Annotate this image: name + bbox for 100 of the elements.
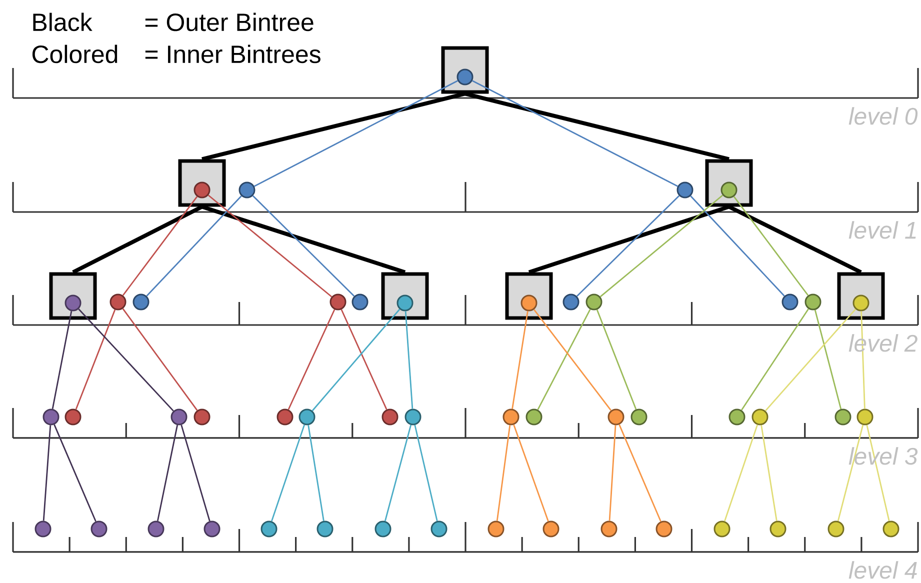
- inner-tree-edge: [208, 194, 332, 298]
- tree-node-circle: [170, 408, 188, 426]
- inner-tree-edge: [254, 80, 458, 187]
- tree-node-circle: [630, 408, 648, 426]
- tree-node-circle: [882, 520, 900, 538]
- tree-node-box: [505, 272, 553, 320]
- tree-node-circle: [520, 294, 538, 312]
- outer-tree-edge: [202, 92, 466, 162]
- legend-text: Colored: [32, 44, 118, 64]
- inner-tree-edge: [760, 425, 778, 521]
- tree-node-circle: [42, 408, 60, 426]
- tree-node-circle: [276, 408, 294, 426]
- inner-tree-edge: [122, 196, 198, 296]
- inner-tree-edge: [764, 308, 856, 412]
- tree-node-circle: [110, 294, 126, 310]
- tree-node-circle: [828, 520, 844, 538]
- level-label: level 4: [848, 561, 917, 579]
- tree-node-circle: [90, 520, 108, 538]
- inner-tree-edge: [340, 309, 388, 410]
- tree-node-circle: [852, 294, 870, 312]
- inner-tree-edge: [404, 311, 414, 409]
- outer-tree-edge: [72, 204, 203, 274]
- inner-tree-edge: [54, 424, 96, 522]
- tree-node-circle: [430, 520, 448, 538]
- tree-node-circle: [562, 294, 580, 310]
- inner-tree-edge: [42, 425, 52, 521]
- tree-node-box: [837, 272, 885, 320]
- tree-node-circle: [804, 294, 822, 310]
- tree-node-circle: [526, 408, 542, 426]
- tree-node-circle: [238, 182, 256, 198]
- inner-tree-edge: [866, 424, 890, 522]
- inner-tree-edge: [512, 311, 528, 409]
- inner-tree-edge: [472, 80, 678, 187]
- inner-tree-edge: [122, 308, 198, 411]
- tree-node-circle: [656, 520, 672, 538]
- tree-node-circle: [132, 294, 150, 310]
- tree-node-circle: [396, 294, 414, 312]
- tree-node-circle: [782, 294, 798, 310]
- inner-tree-edge: [414, 424, 438, 522]
- tree-node-circle: [714, 520, 730, 538]
- inner-tree-edge: [533, 309, 612, 411]
- tree-node-circle: [260, 520, 278, 538]
- tree-node-circle: [608, 408, 624, 426]
- level-label: level 1: [848, 221, 916, 239]
- inner-tree-edge: [814, 310, 842, 410]
- inner-tree-edge: [180, 424, 210, 522]
- inner-tree-edge: [724, 424, 758, 522]
- inner-tree-edge: [312, 308, 400, 412]
- inner-tree-edge: [596, 309, 637, 410]
- legend-text: = Inner Bintrees: [145, 44, 320, 64]
- inner-tree-edge: [690, 196, 785, 296]
- inner-tree-edge: [308, 425, 324, 521]
- outer-tree-edge: [464, 92, 730, 162]
- inner-tree-edge: [537, 308, 591, 410]
- tree-node-circle: [720, 182, 738, 198]
- legend-text: Black: [33, 12, 92, 32]
- tree-node-circle: [64, 294, 82, 312]
- tree-node-circle: [770, 520, 786, 538]
- tree-node-circle: [456, 68, 474, 86]
- inner-tree-edge: [740, 308, 810, 410]
- tree-node-circle: [404, 408, 422, 426]
- inner-tree-edge: [860, 311, 866, 409]
- tree-node-circle: [330, 294, 346, 310]
- tree-node-circle: [374, 520, 392, 538]
- tree-node-circle: [34, 520, 52, 538]
- tree-node-circle: [752, 408, 768, 426]
- tree-node-circle: [64, 408, 82, 426]
- tree-node-circle: [204, 520, 220, 538]
- outer-tree-edge: [728, 204, 862, 274]
- tree-node-circle: [194, 182, 210, 198]
- tree-node-circle: [600, 520, 618, 538]
- inner-tree-edge: [271, 424, 306, 522]
- legend-text: = Outer Bintree: [145, 12, 314, 32]
- outer-tree-edge: [528, 204, 730, 274]
- inner-tree-edge: [288, 309, 336, 410]
- level-label: level 0: [848, 107, 918, 125]
- tree-node-circle: [728, 408, 746, 426]
- tree-node-circle: [382, 408, 398, 426]
- inner-tree-edge: [75, 309, 116, 410]
- inner-tree-edge: [608, 425, 616, 521]
- tree-node-circle: [316, 520, 334, 538]
- inner-tree-edge: [78, 308, 174, 412]
- inner-tree-edge: [384, 424, 412, 522]
- inner-tree-edge: [618, 424, 662, 522]
- inner-tree-edge: [837, 424, 864, 522]
- inner-tree-edge: [146, 196, 242, 296]
- inner-tree-edge: [156, 424, 178, 522]
- inner-tree-edge: [576, 195, 680, 297]
- inner-tree-edge: [496, 425, 511, 521]
- inner-tree-edge: [52, 310, 72, 410]
- tree-node-circle: [856, 408, 874, 426]
- tree-node-circle: [542, 520, 560, 538]
- tree-node-circle: [676, 182, 694, 198]
- tree-node-circle: [148, 520, 164, 538]
- tree-node-circle: [586, 294, 602, 310]
- tree-node-circle: [488, 520, 504, 538]
- inner-tree-edge: [513, 424, 549, 522]
- inner-tree-edge: [600, 194, 724, 298]
- tree-node-circle: [298, 408, 316, 426]
- outer-tree-edge: [201, 204, 406, 274]
